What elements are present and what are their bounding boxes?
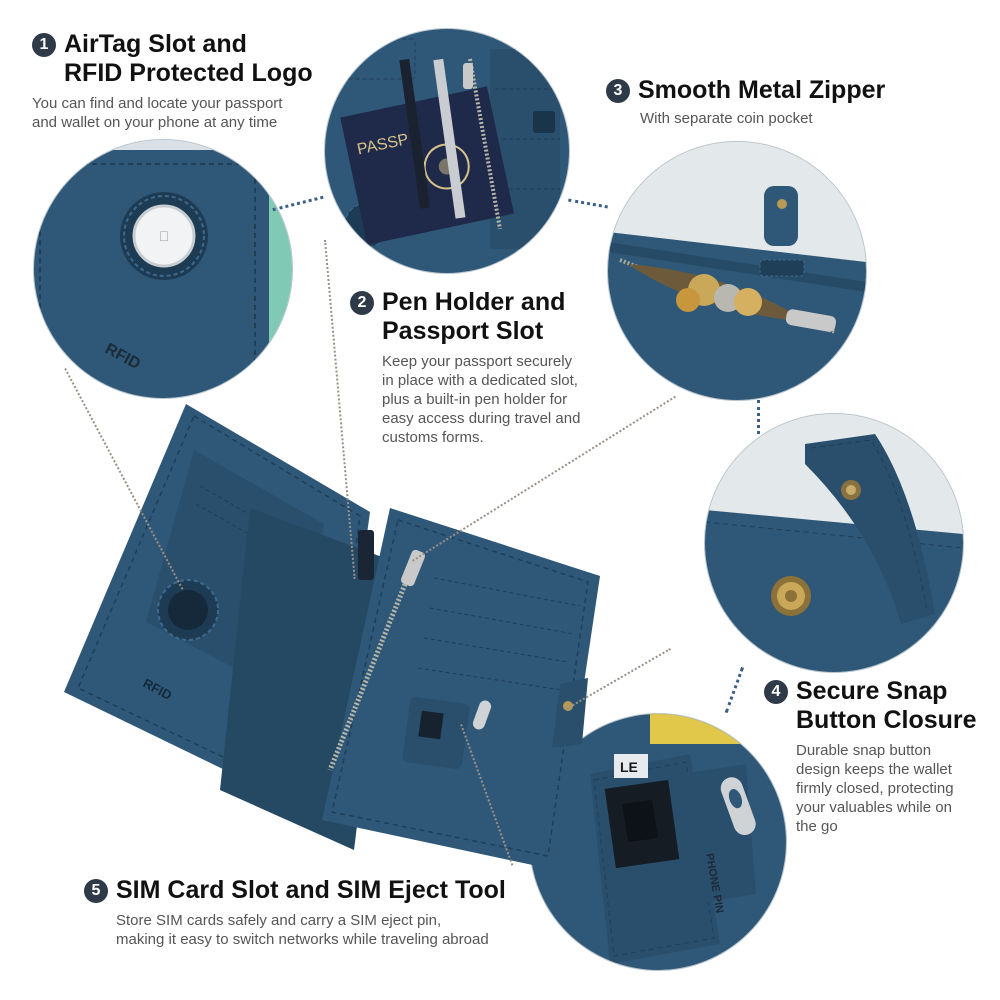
passport-closeup-svg: PASSP — [325, 29, 569, 273]
feature-5-number: 5 — [84, 879, 108, 904]
coin-pocket-closeup-image — [607, 141, 867, 401]
snap-button-closeup-image — [704, 413, 964, 673]
airtag-closeup-svg:  RFID — [34, 140, 292, 398]
connector-4-to-5 — [724, 666, 744, 714]
svg-text::  — [159, 228, 170, 244]
feature-4-title-line2: Button Closure — [796, 706, 977, 734]
passport-pen-closeup-image: PASSP — [324, 28, 570, 274]
feature-1-title-line2: RFID Protected Logo — [64, 59, 313, 87]
wallet-main-image: RFID — [60, 400, 600, 870]
feature-5-desc: Store SIM cards safely and carry a SIM e… — [116, 912, 489, 948]
feature-3-desc: With separate coin pocket — [640, 110, 813, 127]
airtag-closeup-image:  RFID — [33, 139, 293, 399]
feature-2-title-line2: Passport Slot — [382, 317, 544, 345]
wallet-main-svg: RFID — [64, 404, 600, 870]
coin-pocket-svg — [608, 142, 866, 400]
feature-4-desc: Durable snap button design keeps the wal… — [796, 742, 954, 835]
connector-2-to-3 — [568, 198, 608, 209]
feature-4-number: 4 — [764, 680, 788, 705]
feature-1-desc: You can find and locate your passport an… — [32, 95, 283, 131]
feature-2-number: 2 — [350, 291, 374, 316]
connector-3-to-4 — [757, 400, 760, 434]
feature-3-number: 3 — [606, 79, 630, 104]
feature-2-desc: Keep your passport securely in place wit… — [382, 353, 581, 446]
connector-1-to-2 — [272, 195, 324, 212]
sim-card-label: LE — [620, 759, 638, 775]
snap-button-svg — [705, 414, 963, 672]
feature-1-number: 1 — [32, 33, 56, 58]
